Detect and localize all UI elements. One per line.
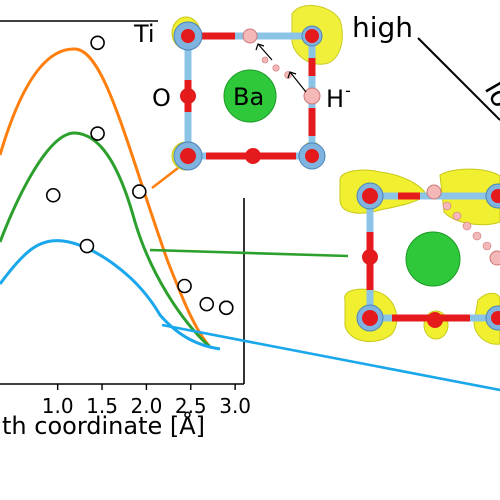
h-atom <box>303 87 321 105</box>
h-atom <box>242 28 258 44</box>
labels: Ti O Ba H - high lo th coordinate [Å] <box>2 11 500 440</box>
curve-green <box>0 131 212 349</box>
o-atom <box>362 249 378 265</box>
x-tick-label: 3.0 <box>219 394 251 418</box>
x-tick-label: 1.0 <box>42 394 74 418</box>
curve-orange <box>0 47 212 348</box>
o-atom <box>305 29 319 43</box>
plot-axes <box>0 20 245 385</box>
data-point-series-1 <box>132 184 147 199</box>
x-tick-label: 1.5 <box>86 394 118 418</box>
label-h-charge: - <box>345 81 351 100</box>
curve-blue <box>0 239 221 351</box>
data-point-series-2 <box>177 278 192 294</box>
data-point-series-2 <box>218 300 234 316</box>
o-atom <box>305 149 319 163</box>
h-path-dot <box>261 56 269 64</box>
large-cell-structure <box>339 168 500 345</box>
data-point-series-2 <box>199 296 215 312</box>
data-point-series-1 <box>45 187 61 203</box>
label-ti: Ti <box>133 20 155 48</box>
o-atom <box>491 311 500 325</box>
data-point-series-1 <box>90 126 105 141</box>
small-cell-structure <box>171 4 343 171</box>
h-path-dot <box>482 241 492 251</box>
label-low-partial: lo <box>478 75 500 113</box>
h-path-dot <box>272 64 280 72</box>
ba-atom <box>223 69 277 123</box>
connector-orange <box>151 166 179 190</box>
connector-high <box>417 37 500 121</box>
o-atom <box>180 148 196 164</box>
h-atom <box>489 250 500 266</box>
h-path-dot <box>462 221 472 231</box>
connector-blue <box>161 323 500 392</box>
h-path-dot <box>452 211 462 221</box>
x-axis-label: th coordinate [Å] <box>2 411 205 440</box>
h-path-dot <box>442 201 452 211</box>
o-atom <box>491 189 500 203</box>
o-atom <box>245 148 261 164</box>
o-atom <box>362 188 378 204</box>
label-h: H <box>326 85 344 113</box>
ba-atom <box>405 231 461 287</box>
connector-lines <box>0 20 500 392</box>
x-tick-label: 2.5 <box>175 394 207 418</box>
o-atom <box>180 88 196 104</box>
data-point-series-0 <box>90 35 105 51</box>
o-atom <box>362 310 378 326</box>
arrows <box>255 43 307 93</box>
x-tick-label: 2.0 <box>130 394 162 418</box>
h-path-dot <box>472 231 482 241</box>
o-atom <box>427 312 443 328</box>
o-atom <box>181 29 195 43</box>
h-atom <box>426 184 442 200</box>
label-ba: Ba <box>233 83 264 111</box>
connector-green <box>149 248 349 258</box>
label-o: O <box>152 84 171 112</box>
x-ticks: 1.0 1.5 2.0 2.5 3.0 <box>42 384 251 418</box>
label-high: high <box>352 11 413 44</box>
data-points <box>45 35 234 316</box>
data-point-series-2 <box>79 238 95 254</box>
curves <box>0 47 221 351</box>
